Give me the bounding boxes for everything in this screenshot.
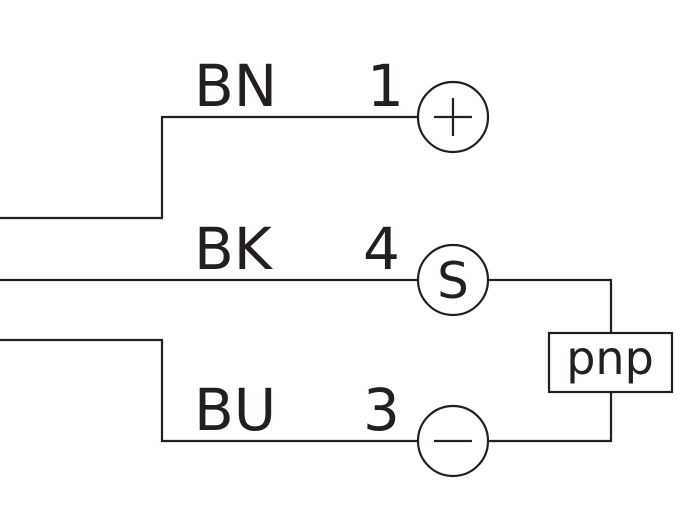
signal-to-pnp-line: [489, 278, 613, 333]
pnp-box-outline: [547, 331, 674, 394]
wire-bu: BU 3: [0, 338, 613, 478]
wire-bu-line: [0, 338, 417, 443]
signal-symbol: S: [437, 252, 469, 310]
pnp-output-box: pnp: [547, 331, 674, 394]
plus-icon: [434, 98, 472, 136]
wire-bn: BN 1: [0, 52, 490, 220]
wire-bk: BK 4 S: [0, 215, 613, 333]
wire-bn-pin-number: 1: [367, 52, 404, 120]
wire-bk-pin-number: 4: [363, 215, 400, 283]
wire-bn-color-label: BN: [194, 52, 277, 120]
wire-bu-pin-number: 3: [363, 376, 400, 444]
pnp-label: pnp: [566, 331, 654, 385]
wire-bn-line: [0, 115, 417, 220]
wire-bk-color-label: BK: [194, 215, 274, 283]
signal-terminal-circle: [416, 243, 490, 317]
wire-bu-color-label: BU: [194, 376, 276, 444]
pnp-to-negative-line: [489, 392, 613, 443]
